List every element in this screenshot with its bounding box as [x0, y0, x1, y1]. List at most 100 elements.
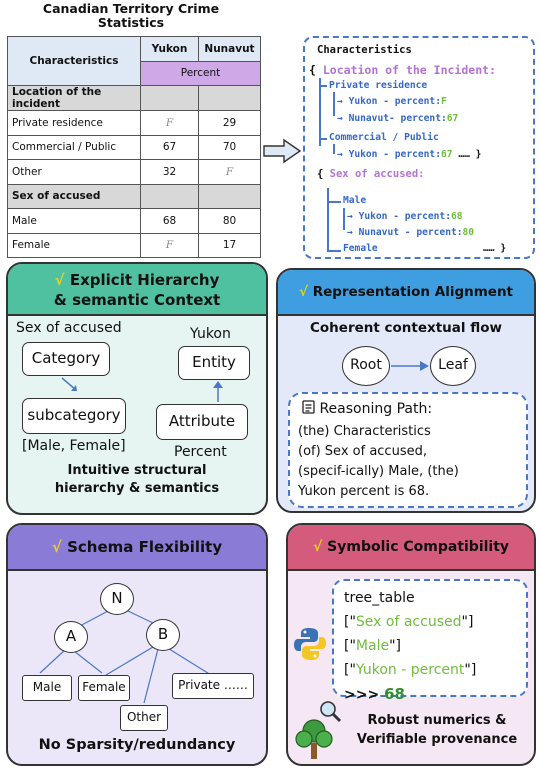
- group-filler: [140, 85, 199, 111]
- json-nunavut-male: → Nunavut - percent:80: [347, 227, 475, 238]
- hierarchy-title: √ Explicit Hierarchy & semantic Context: [8, 264, 266, 316]
- node-a: A: [54, 621, 88, 653]
- panel-representation-alignment: √ Representation Alignment Coherent cont…: [276, 268, 536, 513]
- cell-yukon: F: [140, 110, 199, 136]
- schema-tree-edges: [39, 610, 212, 704]
- leaf-node: Leaf: [430, 346, 476, 386]
- category-box: Category: [22, 342, 110, 376]
- row-label: Commercial / Public: [7, 134, 141, 160]
- row-label: Private residence: [7, 110, 141, 136]
- group-label: Location of the incident: [7, 85, 141, 111]
- reasoning-header: Reasoning Path:: [302, 400, 432, 417]
- json-yukon-male: → Yukon - percent:68: [347, 211, 463, 222]
- panel-schema-flexibility: √ Schema Flexibility N A B Male Female P…: [6, 523, 268, 766]
- magnifier-icon: [320, 701, 342, 723]
- group-filler: [140, 183, 199, 209]
- cell-nunavut: F: [198, 159, 261, 185]
- leaf-private: Private ……: [172, 673, 254, 699]
- entity-box: Entity: [178, 346, 250, 380]
- row-label: Female: [7, 232, 141, 258]
- schema-footer: No Sparsity/redundancy: [38, 737, 236, 753]
- alignment-subtitle: Coherent contextual flow: [310, 320, 502, 336]
- header-characteristics: Characteristics: [7, 36, 141, 86]
- yukon-label: Yukon: [190, 326, 231, 342]
- percent-label: Percent: [174, 444, 227, 460]
- reasoning-line: (of) Sex of accused,: [298, 444, 427, 459]
- arrow-up-icon: [213, 381, 223, 402]
- code-box: tree_table ["Sex of accused"] ["Male"] […: [332, 579, 528, 703]
- subcategory-box: subcategory: [22, 398, 126, 434]
- group-filler: [198, 85, 261, 111]
- panel-explicit-hierarchy: √ Explicit Hierarchy & semantic Context …: [6, 262, 268, 515]
- json-line-sex: { Sex of accused:: [317, 168, 425, 180]
- json-male: Male: [343, 195, 367, 206]
- code-line-4: ["Yukon - percent"]: [344, 662, 477, 678]
- leaf-male: Male: [22, 675, 72, 701]
- reasoning-path-box: Reasoning Path: (the) Characteristics (of…: [288, 392, 528, 508]
- python-logo-icon: [294, 628, 326, 660]
- table-group-row: Sex of accused: [7, 183, 261, 209]
- symbolic-footer: Robust numerics & Verifiable provenance: [356, 713, 518, 747]
- tree-icon: [295, 719, 333, 759]
- json-commercial: Commercial / Public: [329, 132, 439, 143]
- schema-title: √ Schema Flexibility: [8, 525, 266, 571]
- cell-yukon: 68: [140, 208, 199, 234]
- code-line-5: >>> 68: [344, 685, 405, 703]
- leaf-female: Female: [78, 675, 130, 701]
- root-node: Root: [342, 346, 390, 386]
- document-icon: [302, 400, 315, 414]
- json-final-close: …… }: [483, 243, 507, 254]
- json-private: Private residence: [329, 80, 428, 91]
- cell-nunavut: 80: [198, 208, 261, 234]
- code-line-3: ["Male"]: [344, 638, 402, 654]
- cell-yukon: 32: [140, 159, 199, 185]
- leaf-other: Other: [120, 705, 168, 731]
- unit-percent: Percent: [140, 60, 261, 86]
- group-filler: [198, 183, 261, 209]
- cell-yukon: F: [140, 232, 199, 258]
- json-root: Characteristics: [317, 44, 412, 56]
- reasoning-lines: (the) Characteristics (of) Sex of accused…: [298, 422, 459, 502]
- json-yukon-commercial: → Yukon - percent:67 …… }: [337, 149, 482, 160]
- json-female: Female: [343, 243, 378, 254]
- row-label: Male: [7, 208, 141, 234]
- table-title: Canadian Territory Crime Statistics: [0, 2, 262, 30]
- row-label: Other: [7, 159, 141, 185]
- group-label: Sex of accused: [7, 183, 141, 209]
- code-line-2: ["Sex of accused"]: [344, 614, 474, 630]
- json-yukon-private: → Yukon - percent:F: [337, 96, 447, 107]
- attribute-box: Attribute: [156, 404, 248, 440]
- arrow-right-icon: [263, 138, 302, 164]
- json-nunavut-private: → Nunavut- percent:67: [337, 113, 459, 124]
- crime-table: Characteristics Yukon Nunavut Percent Lo…: [7, 36, 261, 258]
- json-tree-view: Characteristics { Location of the Incide…: [303, 36, 535, 259]
- symbolic-title: √ Symbolic Compatibility: [288, 525, 534, 571]
- reasoning-line: (the) Characteristics: [298, 424, 431, 439]
- header-nunavut: Nunavut: [198, 36, 261, 62]
- table-group-row: Location of the incident: [7, 85, 261, 111]
- table-title-line1: Canadian Territory Crime: [42, 1, 220, 16]
- cell-nunavut: 29: [198, 110, 261, 136]
- alignment-title: √ Representation Alignment: [278, 270, 534, 316]
- reasoning-line: (specif-ically) Male, (the): [298, 464, 459, 479]
- node-n: N: [100, 583, 134, 615]
- reasoning-line: Yukon percent is 68.: [298, 484, 430, 499]
- header-yukon: Yukon: [140, 36, 199, 62]
- json-line-location: { Location of the Incident:: [309, 63, 496, 77]
- arrow-down-icon: [61, 377, 77, 391]
- code-line-1: tree_table: [344, 590, 415, 606]
- cell-yukon: 67: [140, 134, 199, 160]
- node-b: B: [146, 619, 180, 651]
- hierarchy-footer: Intuitive structural hierarchy & semanti…: [54, 463, 220, 496]
- values-label: [Male, Female]: [22, 438, 126, 454]
- table-title-line2: Statistics: [97, 15, 165, 30]
- cell-nunavut: 70: [198, 134, 261, 160]
- sex-of-accused-label: Sex of accused: [16, 320, 122, 336]
- arrow-right-icon: [391, 361, 429, 371]
- cell-nunavut: 17: [198, 232, 261, 258]
